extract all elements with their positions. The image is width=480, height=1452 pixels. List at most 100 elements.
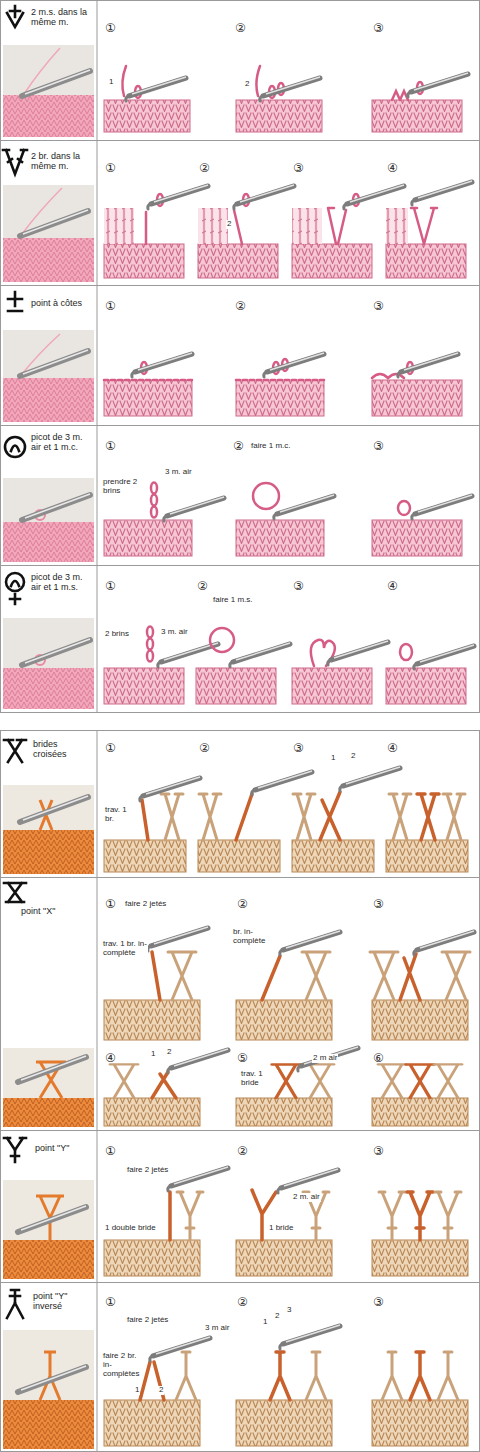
- stitch-illustration: [122, 66, 126, 96]
- stitch-illustration: [104, 100, 190, 132]
- stitch-symbol: [11, 446, 19, 452]
- stitch-symbol: [7, 1290, 23, 1318]
- stitch-illustration: [168, 1192, 172, 1240]
- photo: [3, 618, 94, 709]
- stitch-symbol: [4, 1138, 26, 1162]
- stitch-symbol: [8, 292, 22, 311]
- stitch-symbol: [7, 6, 23, 27]
- step-note: faire 2 jetés: [124, 900, 167, 909]
- photo: [3, 1180, 94, 1279]
- stitch-illustration: [234, 210, 242, 244]
- stitch-illustration: [151, 483, 157, 494]
- step-number: ①: [104, 742, 117, 755]
- stitch-illustration: [320, 792, 340, 840]
- stitch-panel: brides croisées: [0, 730, 480, 878]
- step-number: ④: [386, 580, 399, 593]
- stitch-name: picot de 3 m. air et 1 m.s.: [31, 572, 93, 593]
- stitch-illustration: [210, 628, 234, 652]
- stitch-illustration: [280, 931, 340, 955]
- stitch-name: brides croisées: [33, 739, 93, 760]
- step-note: 1: [108, 78, 114, 87]
- photo: [20, 350, 88, 376]
- stitch-illustration: [372, 1400, 468, 1446]
- stitch-illustration: [414, 931, 474, 955]
- stitch-illustration: [236, 520, 324, 556]
- step-number: ①: [104, 162, 117, 175]
- stitch-symbol: [3, 150, 27, 174]
- stitch-illustration: [344, 185, 404, 209]
- stitch-name: point à côtes: [31, 298, 93, 308]
- stitch-illustration: [198, 244, 278, 278]
- step-note: faire 1 m.c.: [250, 442, 292, 451]
- stitch-illustration: [414, 645, 474, 669]
- stitch-illustration: [164, 497, 224, 521]
- stitch-illustration: [132, 353, 192, 377]
- photo: [22, 494, 90, 520]
- stitch-illustration: [147, 627, 153, 638]
- stitch-illustration: [328, 641, 388, 665]
- step-note: prendre 2 brins: [102, 478, 146, 496]
- stitch-illustration: [104, 520, 192, 556]
- step-number: ②: [236, 1145, 249, 1158]
- stitch-illustration: [400, 954, 420, 1000]
- stitch-illustration: [398, 501, 410, 515]
- stitch-illustration: [142, 800, 148, 840]
- stitch-illustration: [411, 208, 437, 244]
- stitch-illustration: [198, 208, 228, 244]
- step-number: ①: [104, 1296, 117, 1309]
- grid-line: [97, 0, 98, 713]
- stitch-illustration: [386, 668, 466, 704]
- stitch-panel: picot de 3 m. air et 1 m.s.: [0, 565, 480, 713]
- step-number: ③: [292, 162, 305, 175]
- grid-line: [97, 730, 98, 1452]
- stitch-illustration: [104, 380, 192, 416]
- stitch-illustration: [104, 208, 134, 244]
- stitch-illustration: [442, 952, 470, 1000]
- stitch-illustration: [104, 379, 192, 382]
- stitch-name: 2 br. dans la même m.: [31, 151, 93, 172]
- step-number: ③: [372, 22, 385, 35]
- stitch-illustration: [177, 1192, 203, 1240]
- photo: [3, 1098, 94, 1127]
- photo: [3, 185, 94, 282]
- stitch-illustration: [176, 1352, 196, 1400]
- stitch-illustration: [152, 1072, 176, 1098]
- step-note: 2 brins: [104, 630, 132, 639]
- photo: [3, 522, 94, 562]
- photo: [3, 238, 94, 282]
- stitch-illustration: [302, 952, 330, 1000]
- stitch-illustration: [386, 208, 408, 244]
- stitch-illustration: [253, 483, 279, 509]
- stitch-illustration: [372, 1240, 468, 1276]
- photo: [3, 1048, 94, 1127]
- stitch-illustration: [236, 794, 252, 840]
- step-note: 1: [134, 1386, 140, 1395]
- stitch-illustration: [151, 507, 157, 518]
- stitch-illustration: [389, 794, 411, 840]
- step-note: br. in-complète: [232, 928, 274, 946]
- stitch-illustration: [392, 91, 408, 100]
- step-note: faire 2 jetés: [126, 1316, 169, 1325]
- stitch-illustration: [372, 1000, 468, 1040]
- stitch-illustration: [151, 495, 157, 506]
- step-note: 3 m. air: [164, 468, 196, 477]
- step-note: 2 m air: [312, 1054, 338, 1063]
- stitch-illustration: [104, 1400, 200, 1446]
- stitch-illustration: [145, 212, 148, 244]
- stitch-illustration: [148, 927, 208, 951]
- stitch-panel: 2 br. dans la même m.: [0, 140, 480, 286]
- stitch-illustration: [292, 208, 322, 244]
- stitch-illustration: [400, 644, 412, 660]
- step-number: ④: [104, 1052, 117, 1065]
- photo: [3, 1400, 94, 1449]
- stitch-illustration: [417, 794, 439, 840]
- stitch-illustration: [292, 840, 374, 872]
- stitch-name: 2 m.s. dans la même m.: [31, 7, 93, 28]
- step-number: ①: [104, 440, 117, 453]
- step-note: 1 double bride: [104, 1224, 157, 1233]
- step-number: ②: [234, 300, 247, 313]
- stitch-illustration: [168, 952, 196, 1000]
- photo: [20, 210, 88, 236]
- stitch-symbol: [10, 581, 20, 604]
